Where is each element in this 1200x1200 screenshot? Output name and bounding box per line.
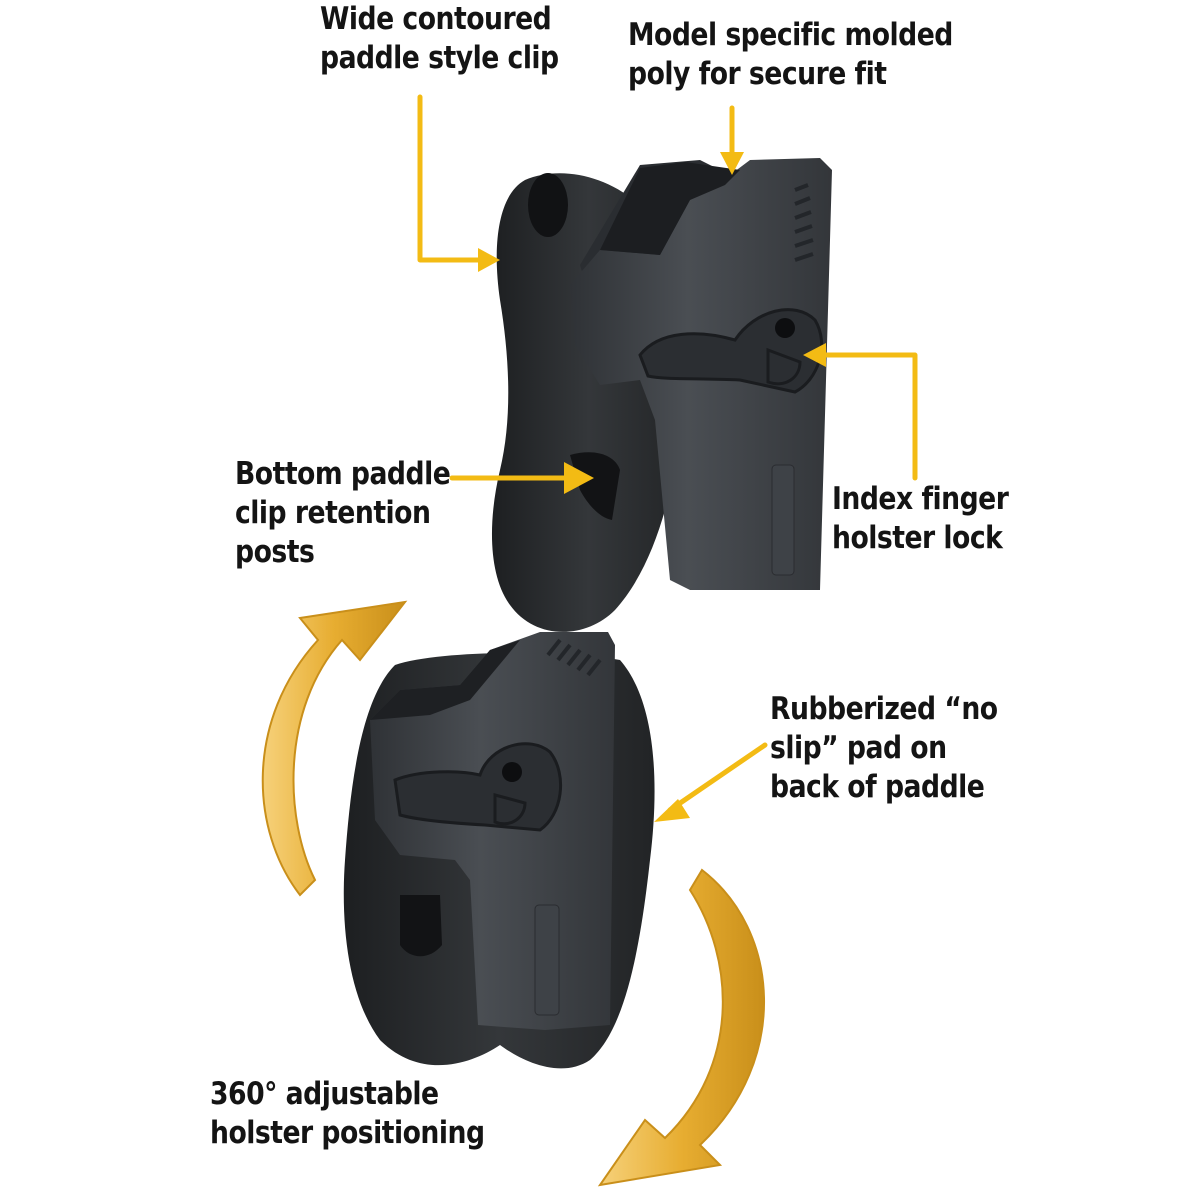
arrow-retention-posts xyxy=(449,462,594,494)
callout-retention-posts: Bottom paddle clip retention posts xyxy=(235,455,451,572)
bottom-holster xyxy=(343,632,655,1069)
top-holster xyxy=(491,158,832,632)
callout-line: poly for secure fit xyxy=(628,56,887,92)
arrow-finger-lock xyxy=(803,343,918,481)
callout-line: holster lock xyxy=(832,520,1003,556)
callout-line: Model specific molded xyxy=(628,17,953,53)
callout-line: Rubberized “no xyxy=(770,691,998,727)
arrow-molded-poly xyxy=(720,105,744,175)
rotation-arrow-right xyxy=(597,868,765,1187)
top-lock-tab xyxy=(766,347,802,386)
callout-rotation: 360° adjustable holster positioning xyxy=(210,1075,485,1153)
callout-arrows xyxy=(417,94,918,822)
arrow-no-slip xyxy=(654,742,768,822)
callout-finger-lock: Index finger holster lock xyxy=(832,480,1009,558)
rotation-arrow-left xyxy=(261,600,408,897)
top-serrations xyxy=(794,183,814,262)
callout-line: slip” pad on xyxy=(770,730,947,766)
top-lock-button xyxy=(775,318,795,338)
callout-line: posts xyxy=(235,534,315,570)
callout-molded-poly: Model specific molded poly for secure fi… xyxy=(628,16,953,94)
callout-line: paddle style clip xyxy=(320,40,559,76)
callout-line: Wide contoured xyxy=(320,1,552,37)
bottom-retention-post-left xyxy=(400,895,442,957)
callout-no-slip-pad: Rubberized “no slip” pad on back of padd… xyxy=(770,690,998,807)
bottom-shell-mouth xyxy=(370,640,520,720)
bottom-serrations xyxy=(546,638,602,677)
callout-line: clip retention xyxy=(235,495,431,531)
top-logo-plate xyxy=(771,464,795,576)
callout-line: Index finger xyxy=(832,481,1009,517)
callout-line: 360° adjustable xyxy=(210,1076,439,1112)
callout-line: holster positioning xyxy=(210,1115,485,1151)
top-shell-mouth xyxy=(600,162,740,255)
callout-paddle-clip: Wide contoured paddle style clip xyxy=(320,0,559,78)
bottom-lock-button xyxy=(502,762,522,782)
top-retention-post xyxy=(570,452,620,520)
bottom-lock-tab xyxy=(493,793,527,826)
bottom-logo-plate xyxy=(534,904,560,1016)
arrow-paddle-clip xyxy=(417,94,500,272)
callout-line: back of paddle xyxy=(770,769,985,805)
callout-line: Bottom paddle xyxy=(235,456,451,492)
paddle-slot xyxy=(528,173,568,237)
